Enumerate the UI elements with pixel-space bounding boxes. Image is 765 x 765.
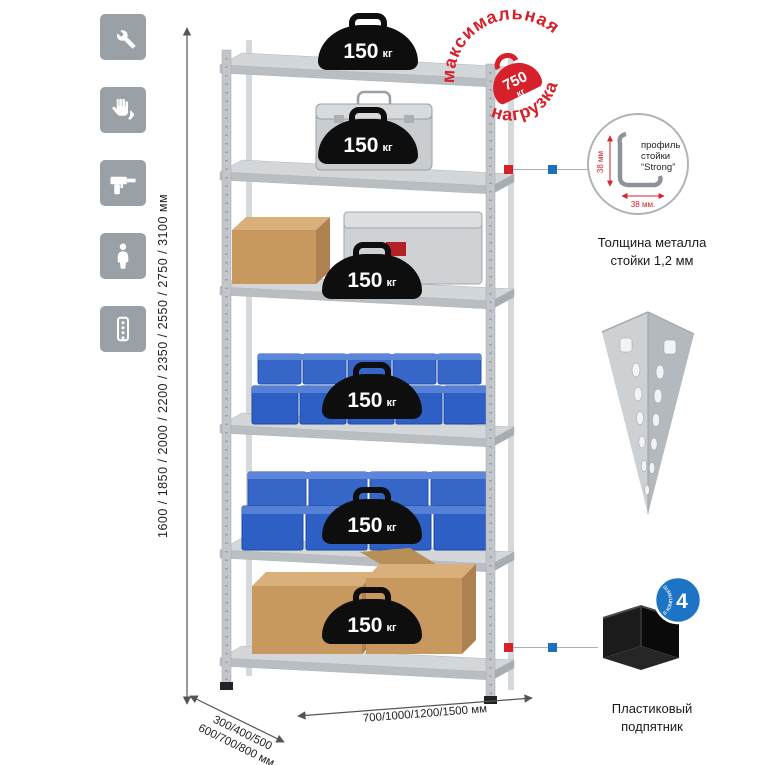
foot-caption-line2: подпятник bbox=[621, 718, 683, 734]
drill-glyph bbox=[110, 176, 136, 195]
profile-caption-line2: стойки 1,2 мм bbox=[610, 252, 694, 268]
callout-circle bbox=[587, 113, 689, 215]
post-profile-drawing bbox=[617, 131, 663, 188]
width-dimension-line bbox=[297, 694, 533, 720]
shelf-load-badge-3: 150 кг bbox=[322, 254, 422, 299]
post-face-right bbox=[648, 312, 694, 514]
profile-dim-horizontal-label: 38 мм. bbox=[631, 200, 655, 209]
foot-caption-line1: Пластиковый bbox=[611, 701, 693, 716]
profile-label-line3: “Strong” bbox=[641, 162, 675, 173]
stamp-weight-body bbox=[493, 62, 543, 105]
corner-post-image bbox=[601, 311, 695, 514]
height-dimension-line bbox=[182, 27, 192, 705]
post-perforations bbox=[619, 337, 677, 496]
max-load-stamp: максимальная нагрузка 750 кг bbox=[411, 0, 617, 182]
drill-icon bbox=[100, 160, 146, 206]
person-icon bbox=[100, 233, 146, 279]
profile-marker-red bbox=[504, 165, 513, 174]
rack-post-rear-left bbox=[246, 40, 252, 676]
person-glyph bbox=[117, 243, 129, 269]
shelf-load-badge-1: 150 кг bbox=[318, 25, 418, 70]
fasteners-icon bbox=[100, 306, 146, 352]
profile-caption: Толщина металла стойки 1,2 мм bbox=[572, 234, 732, 269]
height-dimension-label: 1600 / 1850 / 2000 / 2200 / 2350 / 2550 … bbox=[156, 193, 170, 539]
shelf-load-badge-6: 150 кг bbox=[322, 599, 422, 644]
load-value: 150 bbox=[347, 269, 383, 292]
load-value: 150 bbox=[347, 389, 383, 412]
rack-post-rear-right bbox=[508, 54, 514, 690]
stamp-weight-handle bbox=[494, 52, 519, 71]
shelf-load-badge-5: 150 кг bbox=[322, 499, 422, 544]
foot-marker-blue bbox=[548, 643, 557, 652]
gloves-glyph bbox=[112, 98, 135, 120]
bottom-dimension-lines bbox=[189, 694, 533, 743]
load-unit: кг bbox=[386, 621, 397, 634]
load-unit: кг bbox=[382, 47, 393, 60]
bin-row-small-back bbox=[257, 353, 482, 385]
load-unit: кг bbox=[386, 276, 397, 289]
profile-callout: 38 мм 38 мм. профиль стойки “Strong” bbox=[587, 113, 689, 215]
foot-base bbox=[603, 646, 679, 670]
depth-dimension-line bbox=[189, 695, 285, 743]
foot-marker-red bbox=[504, 643, 513, 652]
profile-label-line2: стойки bbox=[641, 151, 670, 162]
profile-dim-vertical-label: 38 мм bbox=[596, 151, 605, 173]
rack-post-front-left bbox=[220, 49, 233, 690]
load-value: 150 bbox=[347, 514, 383, 537]
fasteners-glyph bbox=[117, 316, 129, 342]
shelf-load-badge-4: 150 кг bbox=[322, 374, 422, 419]
wrench-glyph bbox=[116, 30, 136, 49]
profile-caption-line1: Толщина металла bbox=[597, 235, 707, 250]
max-load-stamp-graphic: максимальная нагрузка 750 кг bbox=[418, 0, 570, 137]
wrench-icon bbox=[100, 14, 146, 60]
badge-number: 4 bbox=[676, 590, 688, 613]
load-value: 150 bbox=[343, 40, 379, 63]
shelf-load-badge-2: 150 кг bbox=[318, 119, 418, 164]
stamp-text-top: максимальная bbox=[418, 0, 568, 91]
profile-label-line1: профиль bbox=[641, 140, 680, 151]
stamp-unit: кг bbox=[515, 86, 527, 99]
foot-wall-left bbox=[603, 606, 641, 658]
post-face-left bbox=[602, 312, 648, 514]
load-value: 150 bbox=[343, 134, 379, 157]
load-value: 150 bbox=[347, 614, 383, 637]
cardboard-box-small bbox=[232, 217, 330, 284]
gloves-icon bbox=[100, 87, 146, 133]
badge-circle bbox=[653, 575, 703, 625]
foot-caption: Пластиковый подпятник bbox=[572, 700, 732, 735]
profile-marker-blue bbox=[548, 165, 557, 174]
foot-count-badge: 4 в комплекте bbox=[653, 575, 703, 625]
load-unit: кг bbox=[386, 521, 397, 534]
load-unit: кг bbox=[386, 396, 397, 409]
load-unit: кг bbox=[382, 141, 393, 154]
